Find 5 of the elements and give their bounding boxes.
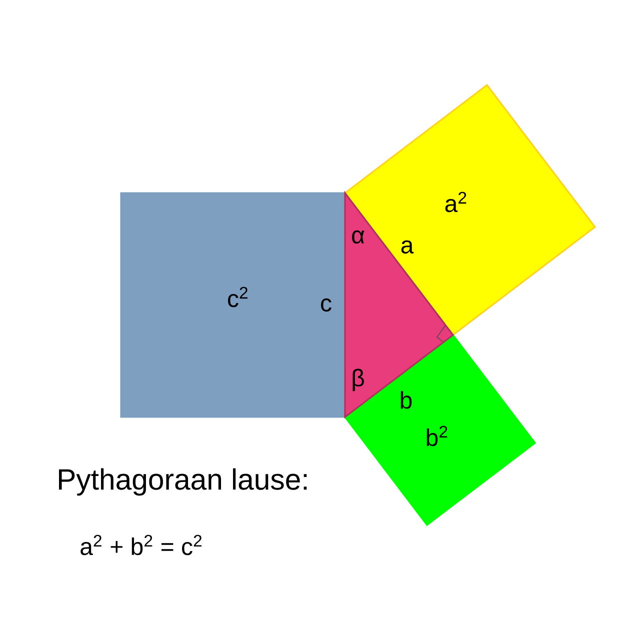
formula: a$^{2}$ + b$^{2}$ = c$^{2}$ [80, 534, 202, 556]
side-label: a [401, 240, 414, 254]
title: Pythagoraan lause: [59, 468, 307, 496]
side-label: c [321, 298, 332, 312]
side-label: b [400, 391, 412, 409]
